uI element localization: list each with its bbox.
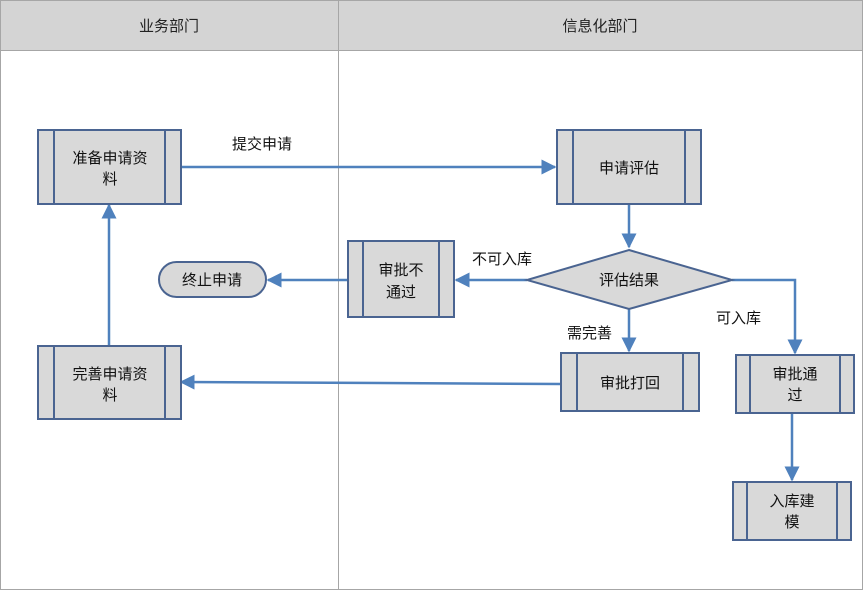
node-approve-line-1: 审批通 bbox=[772, 365, 817, 383]
nodes: 准备申请资 料 申请评估 评估结果 审批不 通过 终止申请 bbox=[37, 129, 855, 541]
node-reject: 审批不 通过 bbox=[347, 240, 455, 318]
node-reject-line-2: 通过 bbox=[386, 283, 416, 301]
node-return: 审批打回 bbox=[560, 352, 700, 412]
node-evaluate: 申请评估 bbox=[556, 129, 702, 205]
node-improve-line-1: 完善申请资 bbox=[72, 365, 147, 383]
lane-business-header bbox=[0, 0, 339, 51]
node-approve: 审批通 过 bbox=[735, 354, 855, 414]
lane-it-header bbox=[338, 0, 863, 51]
node-return-line-1: 审批打回 bbox=[600, 374, 660, 392]
node-decision-line-1: 评估结果 bbox=[599, 271, 659, 289]
node-evaluate-line-1: 申请评估 bbox=[599, 159, 659, 177]
edges bbox=[101, 159, 803, 482]
lane-it-title: 信息化部门 bbox=[562, 17, 637, 35]
node-prepare-line-1: 准备申请资 bbox=[72, 149, 147, 167]
node-model-line-2: 模 bbox=[784, 513, 799, 531]
edge-labels: 提交申请 不可入库 可入库 需完善 bbox=[232, 135, 761, 342]
edge-allowed bbox=[732, 278, 803, 355]
node-improve-line-2: 料 bbox=[102, 386, 117, 404]
node-model-line-1: 入库建 bbox=[769, 492, 814, 510]
node-prepare-line-2: 料 bbox=[102, 170, 117, 188]
node-model: 入库建 模 bbox=[732, 481, 852, 541]
node-prepare: 准备申请资 料 bbox=[37, 129, 182, 205]
node-decision: 评估结果 bbox=[523, 248, 736, 311]
edge-label-needs-fix: 需完善 bbox=[567, 324, 612, 342]
node-improve: 完善申请资 料 bbox=[37, 345, 182, 420]
node-terminate: 终止申请 bbox=[158, 261, 267, 298]
node-approve-line-2: 过 bbox=[787, 386, 802, 404]
lane-business-title: 业务部门 bbox=[139, 17, 199, 35]
edge-label-not-allowed: 不可入库 bbox=[472, 250, 532, 268]
node-reject-line-1: 审批不 bbox=[378, 261, 423, 279]
edge-label-allowed: 可入库 bbox=[716, 309, 761, 327]
node-terminate-line-1: 终止申请 bbox=[182, 271, 242, 289]
edge-return-to-improve bbox=[179, 374, 562, 390]
edge-label-submit: 提交申请 bbox=[232, 135, 292, 153]
